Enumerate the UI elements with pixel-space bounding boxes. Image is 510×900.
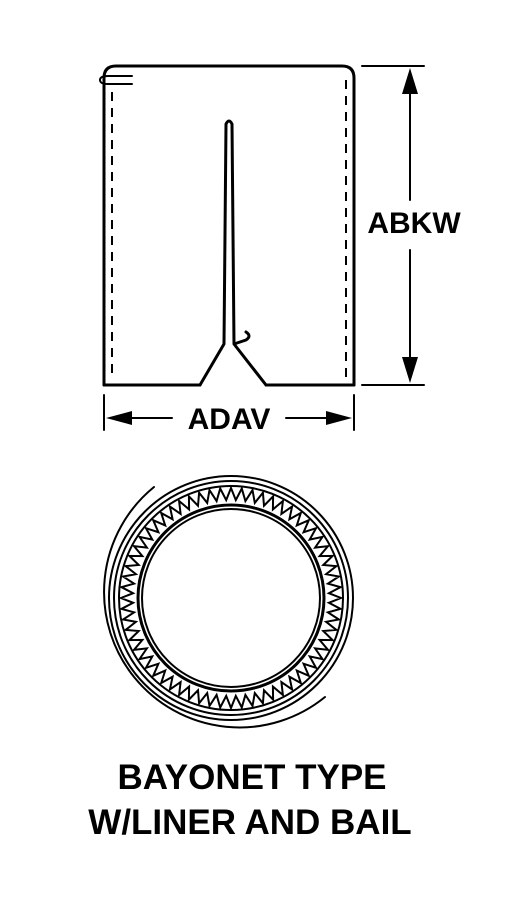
height-arrow-up [402, 68, 418, 94]
width-dimension: ADAV [103, 394, 355, 436]
top-view [103, 475, 354, 729]
ring-1 [108, 475, 354, 721]
width-label: ADAV [188, 403, 271, 436]
inner-ring [136, 503, 326, 693]
height-dimension: ABKW [361, 65, 461, 386]
caption-line-2: W/LINER AND BAIL [88, 803, 411, 842]
caption-line-1: BAYONET TYPE [117, 758, 386, 797]
ring-2 [113, 480, 349, 716]
can-outline [102, 64, 356, 387]
serrated-liner [118, 485, 344, 711]
inner-ring-2 [141, 508, 321, 688]
height-label: ABKW [367, 207, 461, 240]
height-arrow-down [402, 357, 418, 383]
side-view [98, 64, 356, 387]
width-arrow-left [106, 411, 132, 425]
bail-hook [98, 75, 133, 85]
width-arrow-right [326, 411, 352, 425]
outer-bail-arc [103, 486, 326, 729]
bayonet-slot [198, 119, 268, 387]
